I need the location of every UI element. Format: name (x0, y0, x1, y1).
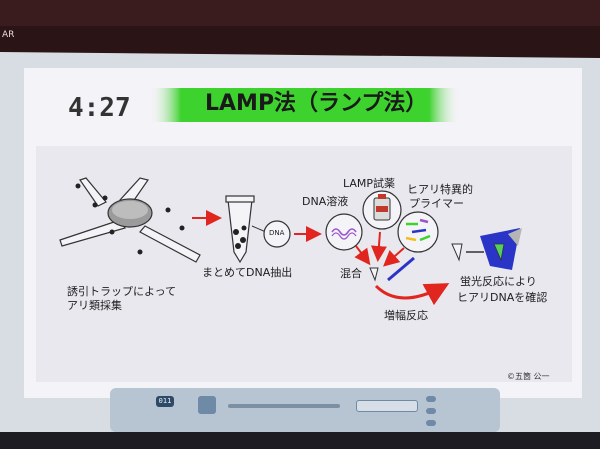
fluorescence-result (451, 228, 522, 270)
credit-text: ©五箇 公一 (507, 372, 550, 381)
amplification-arrow (374, 283, 450, 306)
clock-readout: 4:27 (68, 93, 131, 123)
player-time-field[interactable] (356, 400, 418, 412)
slide-title: LAMP法（ランプ法） (205, 91, 428, 116)
player-taskbar (0, 432, 600, 449)
dna-solution-circle (325, 213, 363, 251)
extraction-tube (225, 195, 291, 264)
player-counter: 011 (156, 396, 174, 407)
slide-inner-panel (36, 146, 572, 382)
pipette (387, 256, 415, 282)
top-bar-label: AR (2, 30, 15, 40)
mix-tube (369, 267, 379, 282)
trap-illustration (59, 177, 201, 263)
primer-caption-line2: プライマー (409, 197, 464, 210)
dna-extract-caption: まとめてDNA抽出 (202, 266, 293, 279)
player-play-button[interactable] (198, 396, 216, 414)
trap-caption-line1: 誘引トラップによって (67, 285, 177, 298)
mix-caption: 混合 (340, 267, 362, 280)
lamp-reagent-caption: LAMP試薬 (343, 177, 396, 190)
player-option-3[interactable] (426, 420, 436, 426)
dna-solution-caption: DNA溶液 (302, 195, 349, 208)
lamp-reagent-circle (362, 190, 402, 230)
fluorescence-caption-line2: ヒアリDNAを確認 (457, 291, 548, 304)
arrow-solution-to-mix (354, 245, 371, 266)
monitor-top-strip (0, 0, 600, 26)
dna-tube-label: DNA (269, 229, 285, 237)
fluorescence-caption-line1: 蛍光反応により (460, 275, 537, 288)
arrow-primer-to-mix (383, 247, 405, 267)
primer-circle (397, 211, 439, 253)
primer-caption-line1: ヒアリ特異的 (407, 183, 473, 196)
player-option-2[interactable] (426, 408, 436, 414)
trap-caption-line2: アリ類採集 (67, 299, 122, 312)
player-control-bar (110, 388, 500, 432)
player-seek-slider[interactable] (228, 404, 340, 408)
arrow-reagent-to-mix (370, 231, 387, 262)
amplify-caption: 増幅反応 (384, 309, 428, 322)
player-option-1[interactable] (426, 396, 436, 402)
title-bar (150, 88, 460, 122)
